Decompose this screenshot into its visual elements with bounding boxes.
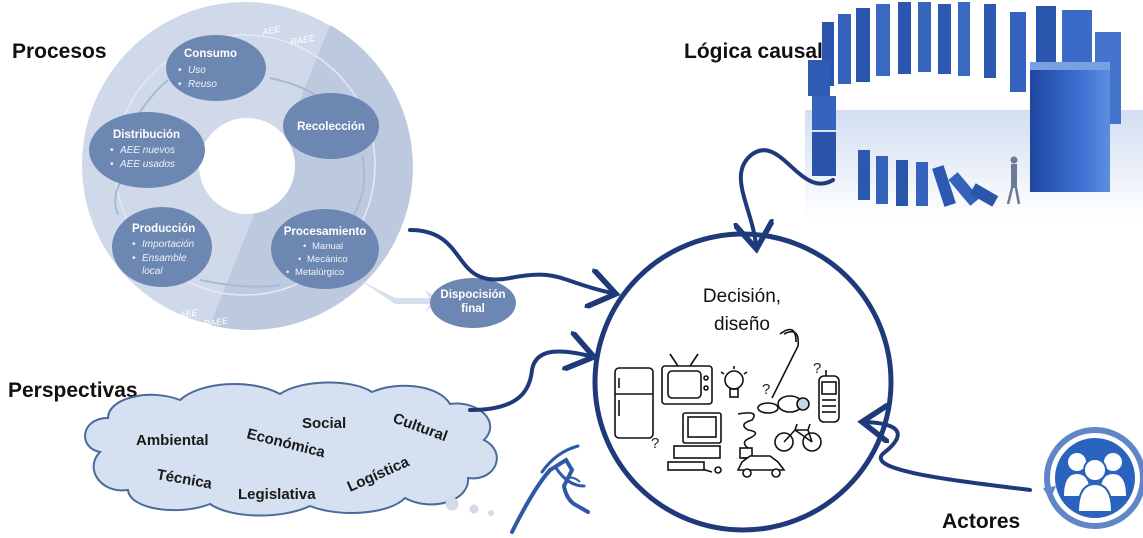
question-mark-3: ? <box>651 435 659 452</box>
people-icon <box>1043 427 1143 529</box>
thought-bubble-small <box>488 510 494 516</box>
perspectives-cloud: Ambiental Económica Social Cultural Técn… <box>84 381 498 517</box>
disposicion-line2: final <box>461 303 485 315</box>
node-consumo: Consumo • Uso • Reuso <box>166 35 266 101</box>
produccion-item-local: local <box>142 266 163 277</box>
perspective-legislativa: Legislativa <box>238 486 316 503</box>
actores-heading: Actores <box>942 510 1021 533</box>
consumo-item-uso: Uso <box>188 65 206 76</box>
bicycle-icon <box>774 423 822 452</box>
lightbulb-icon <box>720 366 748 398</box>
disposicion-line1: Dispocisión <box>440 289 505 301</box>
domino-icon <box>805 2 1143 220</box>
arrow-from-procesos <box>408 228 612 293</box>
distribucion-title: Distribución <box>113 129 180 141</box>
procesamiento-bullet-1: • <box>303 241 306 252</box>
procesamiento-item-metalurgico: Metalúrgico <box>295 267 344 278</box>
consumo-bullet-1: • <box>178 65 182 76</box>
distribucion-bullet-1: • <box>110 145 114 156</box>
arrow-from-actores <box>866 422 1032 492</box>
vacuum-icon <box>757 328 810 414</box>
perspective-social: Social <box>302 415 346 432</box>
thinking-face-icon <box>510 444 590 534</box>
procesamiento-bullet-2: • <box>298 254 301 265</box>
arrow-from-perspectivas <box>468 351 590 412</box>
raee-bottom-label: RAEE <box>203 316 230 329</box>
distribucion-item-nuevos: AEE nuevos <box>119 145 175 156</box>
decision-line2: diseño <box>714 314 770 335</box>
procesamiento-item-manual: Manual <box>312 241 343 252</box>
aee-bottom-label: AEE <box>178 307 199 320</box>
distribucion-item-usados: AEE usados <box>119 159 175 170</box>
procesamiento-title: Procesamiento <box>284 226 366 238</box>
question-mark-2: ? <box>813 360 821 377</box>
thought-bubble-medium <box>469 504 479 514</box>
procesos-heading: Procesos <box>12 40 107 63</box>
process-cycle: AEE RAEE AEE RAEE Consumo • Uso • Reuso … <box>82 2 516 330</box>
node-recoleccion: Recolección <box>283 93 379 159</box>
car-icon <box>736 455 786 478</box>
node-procesamiento: Procesamiento • Manual • Mecánico • Meta… <box>271 209 379 289</box>
node-disposicion: Dispocisión final <box>430 278 516 328</box>
refrigerator-icon <box>614 367 654 439</box>
cycle-hole <box>199 118 295 214</box>
computer-icon <box>667 412 722 474</box>
aee-top-label: AEE <box>261 24 282 37</box>
figure-icon <box>1006 156 1021 205</box>
raee-top-label: RAEE <box>290 33 317 47</box>
question-mark-1: ? <box>762 381 770 398</box>
procesamiento-bullet-3: • <box>286 267 289 278</box>
produccion-title: Producción <box>132 223 195 235</box>
distribucion-bullet-2: • <box>110 159 114 170</box>
consumo-title: Consumo <box>184 48 237 60</box>
perspective-ambiental: Ambiental <box>136 432 209 449</box>
logica-causal-heading: Lógica causal <box>684 40 823 63</box>
node-produccion: Producción • Importación • Ensamble loca… <box>112 207 212 287</box>
phone-icon <box>818 370 840 423</box>
recoleccion-title: Recolección <box>297 121 365 133</box>
node-distribucion: Distribución • AEE nuevos • AEE usados <box>89 112 205 188</box>
produccion-item-importacion: Importación <box>142 239 195 250</box>
produccion-bullet-1: • <box>132 239 136 250</box>
produccion-bullet-2: • <box>132 253 136 264</box>
produccion-item-ensamble: Ensamble <box>142 253 187 264</box>
procesamiento-item-mecanico: Mecánico <box>307 254 348 265</box>
arrow-from-logica <box>741 148 835 245</box>
perspectivas-heading: Perspectivas <box>8 379 138 402</box>
consumo-bullet-2: • <box>178 79 182 90</box>
thought-bubble-large <box>445 497 459 511</box>
tv-icon <box>661 353 713 405</box>
consumo-item-reuso: Reuso <box>188 79 217 90</box>
decision-line1: Decisión, <box>703 286 781 307</box>
